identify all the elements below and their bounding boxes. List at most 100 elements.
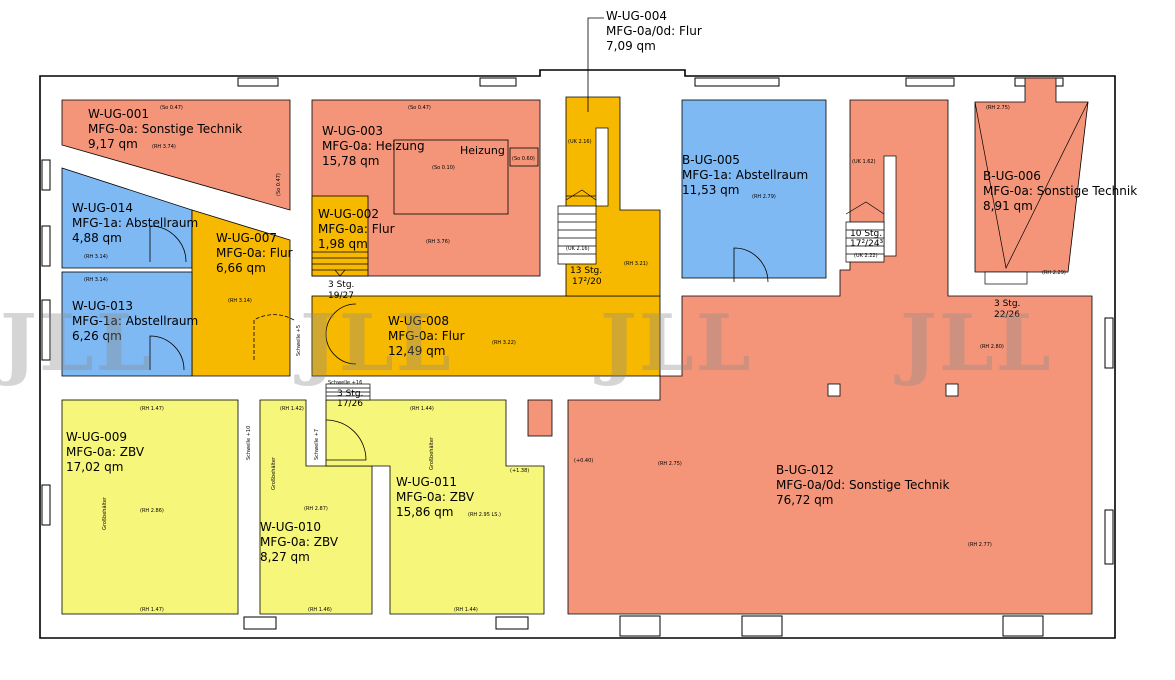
svg-text:MFG-0a: ZBV: MFG-0a: ZBV <box>66 445 145 459</box>
svg-text:22/26: 22/26 <box>994 310 1020 320</box>
stair-label-4: 3 Stg. 22/26 <box>994 299 1020 320</box>
svg-text:(+0.40): (+0.40) <box>574 458 593 464</box>
svg-text:B-UG-006: B-UG-006 <box>983 169 1041 183</box>
svg-text:(RH 2.95 LS.): (RH 2.95 LS.) <box>468 512 501 518</box>
callout-line <box>587 17 604 112</box>
svg-text:(UK 2.22): (UK 2.22) <box>854 253 878 259</box>
svg-text:15,78 qm: 15,78 qm <box>322 154 379 168</box>
svg-text:MFG-1a: Abstellraum: MFG-1a: Abstellraum <box>72 216 198 230</box>
svg-text:6,66 qm: 6,66 qm <box>216 261 266 275</box>
svg-text:(So 0.60): (So 0.60) <box>512 156 535 162</box>
svg-text:MFG-1a: Abstellraum: MFG-1a: Abstellraum <box>72 314 198 328</box>
svg-text:17/26: 17/26 <box>337 399 363 409</box>
svg-text:76,72 qm: 76,72 qm <box>776 493 833 507</box>
pillars <box>827 383 959 397</box>
room-label-w-ug-011: W-UG-011 MFG-0a: ZBV 15,86 qm (RH 2.95 L… <box>396 406 501 613</box>
plan-notes: Schwelle +5 Schwelle +7 Schwelle +10 Sch… <box>102 159 878 530</box>
svg-text:W-UG-002: W-UG-002 <box>318 207 379 221</box>
svg-text:17²/20: 17²/20 <box>572 277 602 287</box>
room-b-ug-012 <box>567 99 1093 615</box>
svg-text:W-UG-014: W-UG-014 <box>72 201 133 215</box>
svg-text:(RH 3.14): (RH 3.14) <box>84 277 108 283</box>
svg-text:MFG-0a/0d: Sonstige Technik: MFG-0a/0d: Sonstige Technik <box>776 478 950 492</box>
svg-text:MFG-1a: Abstellraum: MFG-1a: Abstellraum <box>682 168 808 182</box>
svg-text:W-UG-010: W-UG-010 <box>260 520 321 534</box>
room-label-w-ug-003: W-UG-003 MFG-0a: Heizung 15,78 qm Heizun… <box>322 105 535 245</box>
svg-text:1,98 qm: 1,98 qm <box>318 237 368 251</box>
svg-text:(RH 2.29): (RH 2.29) <box>1042 270 1066 276</box>
svg-text:Großbehälter: Großbehälter <box>102 496 108 530</box>
stair-b-ug-012 <box>845 155 897 263</box>
svg-text:(RH 3.22): (RH 3.22) <box>492 340 516 346</box>
svg-text:MFG-0a: Flur: MFG-0a: Flur <box>388 329 465 343</box>
svg-text:10 Stg.: 10 Stg. <box>850 229 882 239</box>
svg-text:Heizung: Heizung <box>460 144 505 157</box>
svg-text:(RH 1.44): (RH 1.44) <box>454 607 478 613</box>
stair-label-2: 13 Stg. 17²/20 <box>570 266 602 287</box>
svg-text:11,53 qm: 11,53 qm <box>682 183 739 197</box>
svg-text:(RH 2.77): (RH 2.77) <box>968 542 992 548</box>
svg-text:8,91 qm: 8,91 qm <box>983 199 1033 213</box>
svg-text:(RH 1.47): (RH 1.47) <box>140 406 164 412</box>
svg-text:17,02 qm: 17,02 qm <box>66 460 123 474</box>
boiler-outline-2 <box>509 147 539 167</box>
stair-b-ug-006 <box>974 101 1089 285</box>
doors <box>149 225 769 461</box>
svg-text:(RH 3.74): (RH 3.74) <box>152 144 176 150</box>
svg-text:W-UG-008: W-UG-008 <box>388 314 449 328</box>
svg-text:Schwelle +10: Schwelle +10 <box>246 426 252 460</box>
room-label-w-ug-002: W-UG-002 MFG-0a: Flur 1,98 qm <box>318 207 395 251</box>
stair-label-1: 3 Stg. 19/27 <box>328 280 354 301</box>
svg-text:JLL: JLL <box>894 298 1053 389</box>
svg-text:(RH 1.44): (RH 1.44) <box>410 406 434 412</box>
room-label-b-ug-005: B-UG-005 MFG-1a: Abstellraum 11,53 qm (R… <box>682 153 808 200</box>
svg-text:(RH 3.14): (RH 3.14) <box>84 254 108 260</box>
room-label-w-ug-001: W-UG-001 MFG-0a: Sonstige Technik 9,17 q… <box>88 105 242 151</box>
room-b-ug-005 <box>681 99 827 279</box>
svg-text:(UK 2.16): (UK 2.16) <box>566 246 590 252</box>
room-w-ug-013 <box>61 271 193 377</box>
svg-text:13 Stg.: 13 Stg. <box>570 266 602 276</box>
svg-text:(RH 3.76): (RH 3.76) <box>426 239 450 245</box>
svg-text:(RH 2.75): (RH 2.75) <box>986 105 1010 111</box>
svg-text:(UK 1.62): (UK 1.62) <box>852 159 876 165</box>
svg-text:(RH 2.80): (RH 2.80) <box>980 344 1004 350</box>
svg-text:15,86 qm: 15,86 qm <box>396 505 453 519</box>
svg-text:MFG-0a: Sonstige Technik: MFG-0a: Sonstige Technik <box>983 184 1137 198</box>
svg-text:Großbehälter: Großbehälter <box>271 456 277 490</box>
svg-text:B-UG-005: B-UG-005 <box>682 153 740 167</box>
svg-text:3 Stg.: 3 Stg. <box>337 389 363 399</box>
svg-text:B-UG-012: B-UG-012 <box>776 463 834 477</box>
stair-label-5: 3 Stg. 17/26 <box>337 389 363 409</box>
boiler-outline <box>393 139 509 215</box>
room-label-b-ug-006: B-UG-006 MFG-0a: Sonstige Technik 8,91 q… <box>983 105 1137 276</box>
svg-text:W-UG-011: W-UG-011 <box>396 475 457 489</box>
svg-text:(RH 1.47): (RH 1.47) <box>140 607 164 613</box>
stair-w-ug-002 <box>312 251 368 277</box>
window-niches <box>41 77 1114 637</box>
room-label-w-ug-014: W-UG-014 MFG-1a: Abstellraum 4,88 qm (RH… <box>72 201 198 260</box>
svg-text:JLL: JLL <box>0 298 153 389</box>
svg-text:8,27 qm: 8,27 qm <box>260 550 310 564</box>
svg-text:MFG-0a: ZBV: MFG-0a: ZBV <box>260 535 339 549</box>
room-label-w-ug-013: W-UG-013 MFG-1a: Abstellraum 6,26 qm (RH… <box>72 277 198 343</box>
svg-text:19/27: 19/27 <box>328 291 354 301</box>
room-label-w-ug-009: W-UG-009 MFG-0a: ZBV 17,02 qm (RH 2.86) … <box>66 406 164 613</box>
svg-text:Schwelle +16: Schwelle +16 <box>328 380 362 386</box>
svg-text:7,09 qm: 7,09 qm <box>606 39 656 53</box>
svg-text:9,17 qm: 9,17 qm <box>88 137 138 151</box>
stair-w-ug-004 <box>557 127 609 265</box>
svg-text:(RH 2.86): (RH 2.86) <box>140 508 164 514</box>
svg-text:(RH 3.14): (RH 3.14) <box>228 298 252 304</box>
room-label-w-ug-004: W-UG-004 MFG-0a/0d: Flur 7,09 qm (RH 3.2… <box>568 9 702 267</box>
svg-text:(RH 3.21): (RH 3.21) <box>624 261 648 267</box>
svg-text:6,26 qm: 6,26 qm <box>72 329 122 343</box>
svg-text:12,49 qm: 12,49 qm <box>388 344 445 358</box>
room-label-w-ug-007: W-UG-007 MFG-0a: Flur 6,66 qm (RH 3.14) <box>216 231 293 304</box>
stair-label-3: 10 Stg. 17²/24³ <box>850 229 884 249</box>
svg-text:W-UG-013: W-UG-013 <box>72 299 133 313</box>
svg-text:MFG-0a: ZBV: MFG-0a: ZBV <box>396 490 475 504</box>
room-w-ug-011 <box>325 399 545 615</box>
svg-text:JLL: JLL <box>594 298 753 389</box>
svg-text:Schwelle +7: Schwelle +7 <box>314 429 320 460</box>
